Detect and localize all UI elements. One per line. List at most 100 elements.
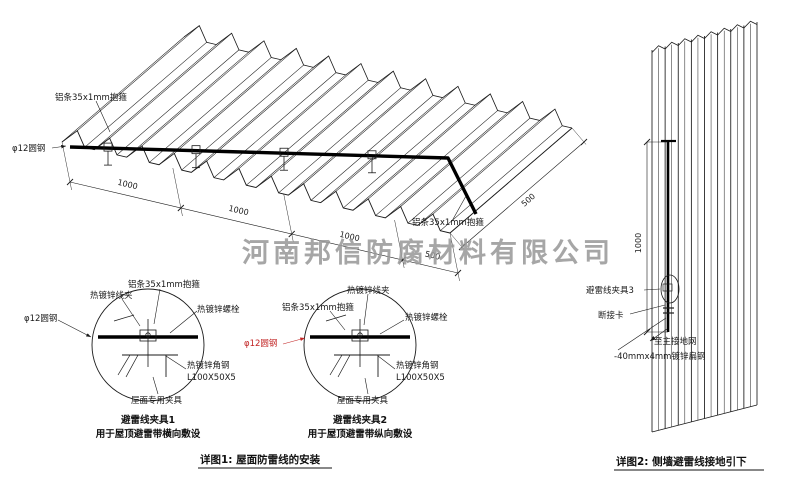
roof-wire-clamps <box>103 142 377 174</box>
leader-line <box>364 377 369 395</box>
drawing-line <box>283 193 294 243</box>
drawing-line <box>417 120 540 226</box>
wall-corrugation <box>651 20 758 433</box>
d1-label-angle-spec: L100X50X5 <box>187 373 236 383</box>
leader-line <box>169 310 198 334</box>
d2-label-angle-spec: L100X50X5 <box>396 373 445 383</box>
drawing-line <box>213 72 337 178</box>
drawing-line <box>571 127 587 145</box>
wall-label-flat-steel: -40mmx4mm镀锌扁钢 <box>614 351 705 362</box>
drawing-line <box>126 51 249 158</box>
drawing-line <box>440 125 563 231</box>
d2-label-round-steel: φ12圆钢 <box>244 338 277 349</box>
drawing-line <box>278 87 401 194</box>
drawing-line <box>206 55 329 162</box>
drawing-line <box>174 48 297 154</box>
drawing-line <box>458 243 466 251</box>
leader-line <box>121 298 141 327</box>
drawing-line <box>432 108 556 215</box>
d2-caption-sub: 用于屋顶避雷带纵向敷设 <box>307 428 413 440</box>
roof-label-al-strip-top: 铝条35x1mm抱箍 <box>55 92 127 103</box>
drawing-line <box>183 25 573 129</box>
leader-line <box>379 319 405 335</box>
d2-label-angle-steel: 热镀锌角钢 <box>396 360 439 371</box>
leader-line <box>165 355 187 370</box>
drawing-line <box>651 20 758 53</box>
drawing-line <box>461 141 585 248</box>
leader-line <box>649 328 668 342</box>
drawing-line <box>84 42 207 148</box>
leader-line <box>95 100 111 133</box>
drawing-line <box>69 181 459 274</box>
drawing-line <box>580 138 588 146</box>
drawing-line <box>246 80 369 186</box>
drawing-line <box>454 269 462 277</box>
drawing-line <box>66 178 74 186</box>
drawing-line <box>449 232 465 250</box>
wall-label-clamp3: 避雷线夹具3 <box>586 285 634 296</box>
detail-circle-2: 铝条35x1mm抱箍 热镀锌线夹 热镀锌螺栓 φ12圆钢 热镀锌角钢 L100X… <box>244 285 448 440</box>
leader-line <box>153 288 161 325</box>
drawing-line <box>141 40 265 147</box>
drawing-line <box>407 117 531 224</box>
drawing-line <box>61 36 185 143</box>
wall-label-to-ground: 至主接地网 <box>654 336 697 347</box>
drawing-line <box>223 74 346 181</box>
d2-label-al-strip: 铝条35x1mm抱箍 <box>282 302 354 313</box>
leader-line <box>282 337 306 345</box>
drawing-line <box>400 101 523 207</box>
leader-line <box>51 144 67 149</box>
d2-caption-title: 避雷线夹具2 <box>333 414 387 426</box>
d1-caption-title: 避雷线夹具1 <box>121 414 175 426</box>
wall-label-disconnect: 断接卡 <box>598 310 624 321</box>
drawing-line <box>61 141 72 191</box>
roof-corrugation <box>61 25 573 234</box>
drawing-line <box>288 89 411 196</box>
drawing-line <box>94 44 217 150</box>
d1-label-roof-clamp: 屋面专用夹具 <box>131 395 183 406</box>
drawing-line <box>310 95 434 201</box>
wall-dim-1000: 1000 <box>634 233 643 253</box>
wall-dimension-lines <box>643 138 668 336</box>
d1-label-angle-steel: 热镀锌角钢 <box>187 360 230 371</box>
drawing-line <box>449 127 573 234</box>
drawing-line <box>255 82 379 188</box>
drawing-line <box>385 112 508 219</box>
leader-line <box>329 310 346 331</box>
d1-caption-sub: 用于屋顶避雷带横向敷设 <box>95 428 201 440</box>
roof-label-al-strip-right: 铝条35x1mm抱箍 <box>412 217 484 228</box>
leader-line <box>363 293 369 326</box>
detail-circle-1: 热镀锌线夹 铝条35x1mm抱箍 热镀锌螺栓 φ12圆钢 热镀锌角钢 L100X… <box>24 279 240 440</box>
clamp-plate <box>662 283 673 292</box>
drawing-line <box>651 404 758 433</box>
drawing-line <box>149 57 272 163</box>
drawing-line <box>177 204 185 212</box>
leader-line <box>377 355 396 370</box>
leader-line <box>643 288 661 291</box>
d1-label-al-strip: 铝条35x1mm抱箍 <box>128 279 200 290</box>
drawing-line <box>191 67 314 173</box>
leader-line <box>152 376 159 395</box>
drawing-line <box>77 25 200 131</box>
dim-500-right: 500 <box>520 192 537 209</box>
lightning-wire <box>69 145 478 215</box>
leader-line <box>617 317 667 351</box>
d1-label-bolt: 热镀锌螺栓 <box>197 304 240 315</box>
wall-drawing: 1000 避雷线夹具3 断接卡 至主接地网 -40mmx4mm镀锌扁钢 <box>586 20 758 433</box>
dim-500-front: 500 <box>424 249 441 261</box>
d2-label-wire-clamp: 热镀锌线夹 <box>347 285 390 296</box>
drawing-line <box>399 256 406 264</box>
drawing-line <box>181 64 304 171</box>
drawing-line <box>320 97 443 203</box>
d1-label-round-steel: φ12圆钢 <box>24 313 57 324</box>
drawing-line <box>109 33 232 139</box>
d2-label-roof-clamp: 屋面专用夹具 <box>337 395 389 406</box>
drawing-line <box>158 59 282 165</box>
figure2-caption: 详图2: 侧墙避雷线接地引下 <box>616 455 747 468</box>
drawing-line <box>335 86 459 192</box>
dim-1000-b: 1000 <box>228 204 250 217</box>
d1-label-wire-clamp: 热镀锌线夹 <box>90 290 133 301</box>
leader-line <box>451 195 467 222</box>
